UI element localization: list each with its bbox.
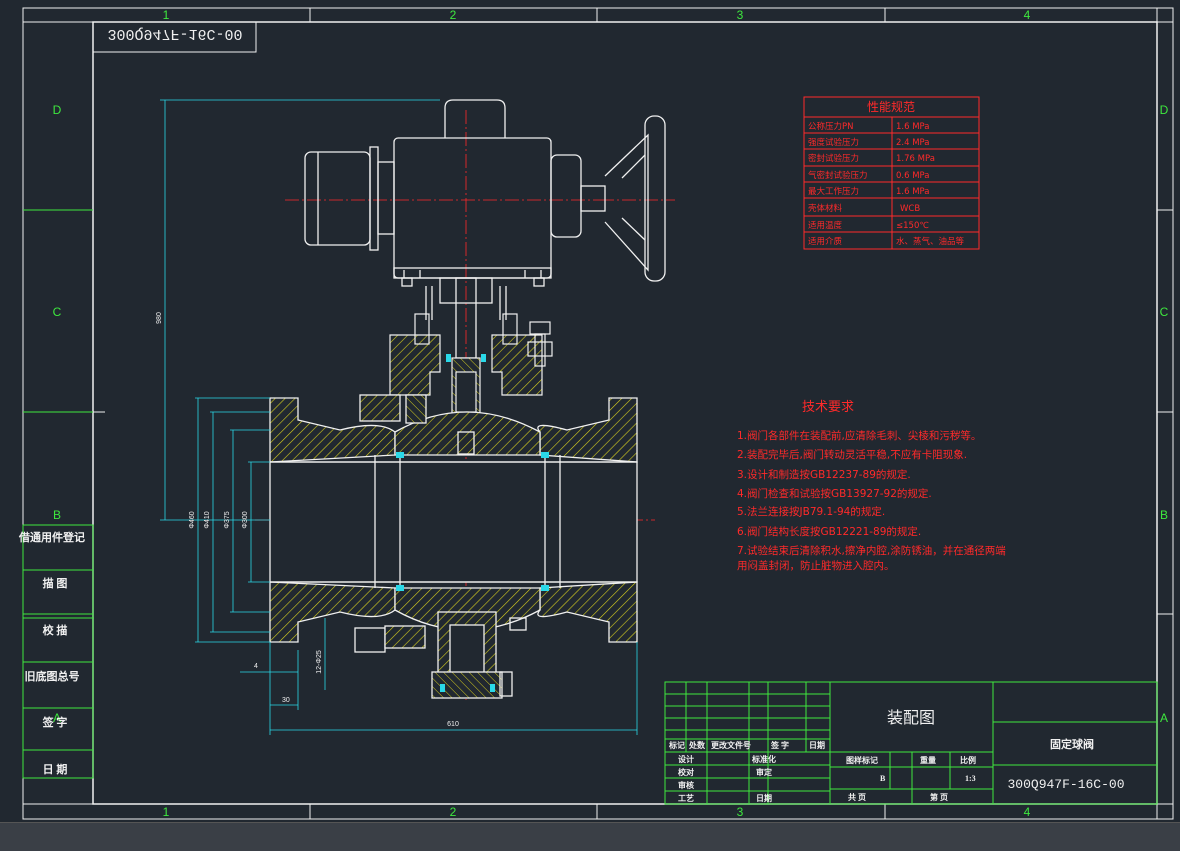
tb-role-2: 校对 — [678, 767, 694, 777]
perf-label-5: 最大工作压力 — [808, 186, 859, 197]
tb-role2-2: 审定 — [756, 767, 772, 777]
row-label-b-right: B — [1160, 508, 1168, 522]
dim-height: 980 — [156, 312, 163, 324]
tb-drawing-type: 装配图 — [887, 709, 935, 727]
tb-role2-3: 日期 — [756, 793, 772, 803]
tb-meta-2: 重量 — [920, 755, 936, 765]
left-strip-label-3: 校 描 — [43, 623, 68, 637]
tb-role-1: 设计 — [678, 754, 694, 764]
tech-req-1: 1.阀门各部件在装配前,应清除毛刺、尖棱和污秽等。 — [737, 429, 981, 442]
row-label-a: A — [53, 711, 61, 725]
perf-value-8: 水、蒸气、油品等 — [896, 236, 965, 247]
perf-value-7: ≤150℃ — [896, 221, 929, 231]
row-label-c-right: C — [1160, 305, 1169, 319]
performance-table: 性能规范 公称压力PN 1.6 MPa 强度试验压力 2.4 MPa 密封试验压… — [803, 96, 980, 250]
svg-text:300Q947F-16C-00: 300Q947F-16C-00 — [107, 25, 242, 42]
tb-meta-3: 比例 — [960, 755, 976, 765]
perf-value-3: 1.76 MPa — [896, 154, 935, 164]
dim-d1: Φ460 — [189, 511, 196, 528]
left-strip-grid — [22, 209, 94, 779]
perf-label-7: 适用温度 — [808, 220, 843, 231]
dim-d4: Φ300 — [242, 511, 249, 528]
left-strip-label-4: 旧底图总号 — [25, 669, 80, 683]
perf-label-2: 强度试验压力 — [808, 137, 859, 148]
tb-scale: 1:3 — [965, 774, 976, 783]
left-strip-label-5: 签 字 — [42, 715, 68, 729]
dim-d2: Φ410 — [204, 511, 211, 528]
col-label-3: 3 — [737, 8, 744, 22]
tb-header-3: 更改文件号 — [711, 740, 751, 750]
tb-meta-1: 图样标记 — [846, 755, 878, 765]
dim-d3: Φ375 — [224, 511, 231, 528]
tb-header-5: 日期 — [809, 740, 825, 750]
perf-label-4: 气密封试验压力 — [808, 170, 868, 181]
tech-req-5: 5.法兰连接按JB79.1-94的规定. — [737, 505, 885, 518]
perf-label-6: 壳体材料 — [808, 203, 843, 214]
col-label-4-bottom: 4 — [1024, 805, 1031, 819]
dim-t2: 30 — [282, 697, 290, 704]
tech-req-8: 用闷盖封闭，防止脏物进入腔内。 — [737, 559, 895, 572]
dim-length: 610 — [447, 721, 459, 728]
left-strip-label-2: 描 图 — [43, 576, 68, 590]
mirrored-drawing-number: 300Q947F-16C-00 — [92, 21, 257, 53]
col-label-2: 2 — [450, 8, 457, 22]
perf-value-2: 2.4 MPa — [896, 138, 930, 148]
perf-label-3: 密封试验压力 — [808, 153, 859, 164]
row-label-a-right: A — [1160, 711, 1168, 725]
perf-value-1: 1.6 MPa — [896, 122, 930, 132]
left-strip-label-1: 借通用件登记 — [18, 530, 85, 544]
col-label-2-bottom: 2 — [450, 805, 457, 819]
title-block: 标记 处数 更改文件号 签 字 日期 设计 校对 审核 工艺 标准化 审定 日期… — [664, 681, 1158, 805]
perf-label-8: 适用介质 — [808, 236, 843, 247]
left-strip-labels: 借通用件登记 描 图 校 描 旧底图总号 签 字 日 期 — [18, 530, 85, 776]
perf-value-5: 1.6 MPa — [896, 187, 930, 197]
tech-req-title: 技术要求 — [802, 400, 854, 415]
tb-role2-1: 标准化 — [751, 754, 776, 764]
tb-sheet-no: 第 页 — [930, 792, 948, 802]
row-label-c: C — [53, 305, 62, 319]
tech-req-3: 3.设计和制造按GB12237-89的规定. — [737, 468, 911, 481]
tb-role-4: 工艺 — [678, 793, 694, 803]
status-bar — [0, 822, 1180, 851]
tb-mark: B — [880, 774, 886, 783]
technical-requirements: 技术要求 1.阀门各部件在装配前,应清除毛刺、尖棱和污秽等。 2.装配完毕后,阀… — [737, 400, 1006, 572]
dim-bolt: 12-Φ25 — [316, 650, 323, 674]
col-label-1: 1 — [163, 8, 170, 22]
tb-number: 300Q947F-16C-00 — [1007, 777, 1124, 792]
tech-req-6: 6.阀门结构长度按GB12221-89的规定. — [737, 525, 921, 538]
perf-label-1: 公称压力PN — [808, 121, 854, 132]
tb-header-1: 标记 — [668, 740, 685, 750]
perf-value-4: 0.6 MPa — [896, 171, 930, 181]
col-label-4: 4 — [1024, 8, 1031, 22]
tech-req-4: 4.阀门检查和试验按GB13927-92的规定. — [737, 487, 932, 500]
left-strip-label-6: 日 期 — [43, 762, 68, 776]
border-zone-labels: 1 2 3 4 1 2 3 4 D C B A D C B A — [53, 8, 1169, 819]
perf-value-6: WCB — [900, 204, 920, 214]
tb-role-3: 审核 — [678, 780, 694, 790]
dimension-lines — [160, 99, 638, 735]
dim-t1: 4 — [254, 663, 258, 670]
drawing-border — [22, 7, 1174, 820]
tech-req-7: 7.试验结束后清除积水,擦净内腔,涂防锈油，并在通径两端 — [737, 544, 1006, 557]
tech-req-2: 2.装配完毕后,阀门转动灵活平稳,不应有卡阻现象. — [737, 448, 967, 461]
tb-sheet-total: 共 页 — [848, 792, 866, 802]
tb-header-2: 处数 — [688, 740, 706, 750]
performance-table-title: 性能规范 — [867, 99, 915, 114]
tb-header-4: 签 字 — [770, 740, 789, 750]
row-label-d: D — [53, 103, 62, 117]
valve-assembly-drawing — [255, 99, 675, 700]
row-label-d-right: D — [1160, 103, 1169, 117]
col-label-3-bottom: 3 — [737, 805, 744, 819]
row-label-b: B — [53, 508, 61, 522]
col-label-1-bottom: 1 — [163, 805, 170, 819]
tb-name: 固定球阀 — [1050, 737, 1094, 751]
dimension-labels: 980 Φ460 Φ410 Φ375 Φ300 12-Φ25 4 30 610 — [156, 312, 459, 728]
